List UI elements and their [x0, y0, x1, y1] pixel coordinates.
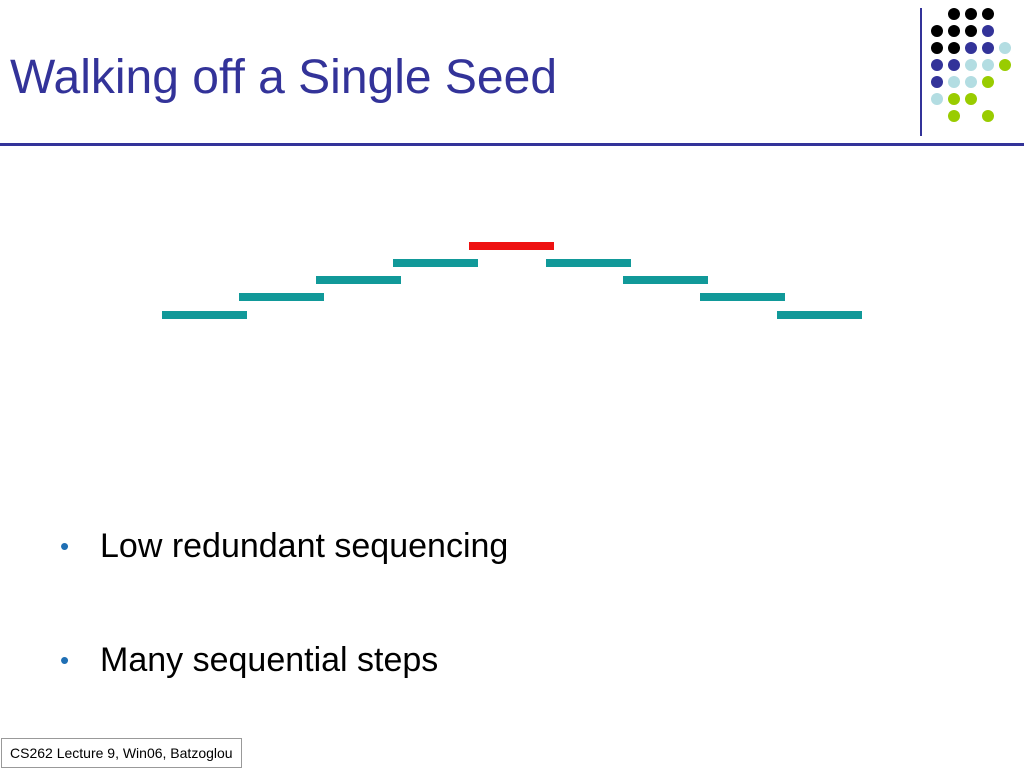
decoration-dot	[999, 59, 1011, 71]
decoration-dot	[931, 93, 943, 105]
decoration-dot	[982, 42, 994, 54]
decoration-dot	[931, 25, 943, 37]
decoration-dot	[948, 8, 960, 20]
decoration-dot	[948, 42, 960, 54]
decoration-dot	[948, 76, 960, 88]
decoration-dot	[931, 42, 943, 54]
read-right-4	[777, 311, 862, 319]
decoration-dot	[965, 25, 977, 37]
bullet-item: • Many sequential steps	[60, 634, 508, 686]
decoration-dot	[982, 8, 994, 20]
bullet-marker: •	[60, 645, 70, 675]
decoration-dot	[948, 110, 960, 122]
footer-label: CS262 Lecture 9, Win06, Batzoglou	[1, 738, 242, 768]
bullet-list: • Low redundant sequencing • Many sequen…	[60, 520, 508, 748]
vertical-rule	[920, 8, 922, 136]
decoration-dot	[965, 59, 977, 71]
decoration-dot	[965, 8, 977, 20]
slide-title: Walking off a Single Seed	[10, 51, 558, 104]
read-right-3	[700, 293, 785, 301]
decoration-dot	[948, 93, 960, 105]
read-left-2	[316, 276, 401, 284]
bullet-text: Low redundant sequencing	[100, 527, 509, 565]
decoration-dot	[999, 42, 1011, 54]
decoration-dot	[965, 93, 977, 105]
bullet-text: Many sequential steps	[100, 641, 439, 679]
read-left-4	[162, 311, 247, 319]
decoration-dot	[982, 76, 994, 88]
read-left-1	[393, 259, 478, 267]
dot-grid-decoration	[931, 8, 1011, 122]
decoration-dot	[948, 59, 960, 71]
bullet-marker: •	[60, 531, 70, 561]
seed-read	[469, 242, 554, 250]
decoration-dot	[931, 76, 943, 88]
decoration-dot	[982, 110, 994, 122]
title-divider	[0, 143, 1024, 146]
decoration-dot	[931, 59, 943, 71]
decoration-dot	[965, 76, 977, 88]
decoration-dot	[982, 59, 994, 71]
read-right-2	[623, 276, 708, 284]
decoration-dot	[982, 25, 994, 37]
decoration-dot	[948, 25, 960, 37]
read-left-3	[239, 293, 324, 301]
decoration-dot	[965, 42, 977, 54]
read-right-1	[546, 259, 631, 267]
bullet-item: • Low redundant sequencing	[60, 520, 508, 572]
